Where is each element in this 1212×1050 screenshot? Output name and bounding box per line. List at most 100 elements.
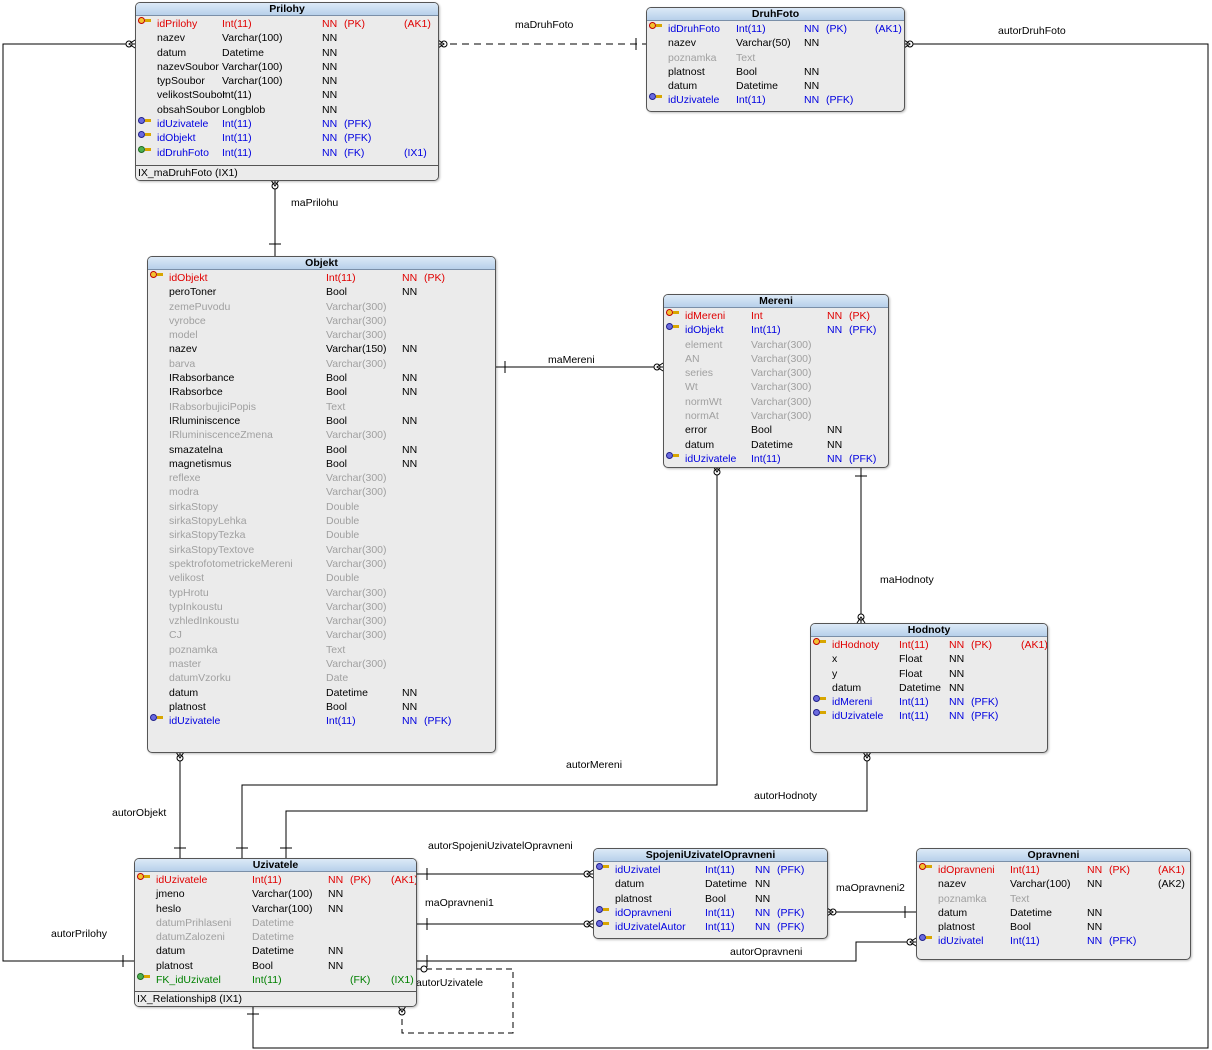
column-type: Varchar(100)	[222, 60, 283, 73]
column-key: (PFK)	[1109, 935, 1137, 948]
column-type: Datetime	[1010, 906, 1053, 919]
column-type: Bool	[1010, 921, 1032, 934]
column-name: IRluminiscenceZmena	[169, 429, 273, 442]
line-autorOpravneni	[416, 941, 916, 962]
column-nn: NN	[755, 878, 771, 891]
column-nn: NN	[827, 324, 843, 337]
